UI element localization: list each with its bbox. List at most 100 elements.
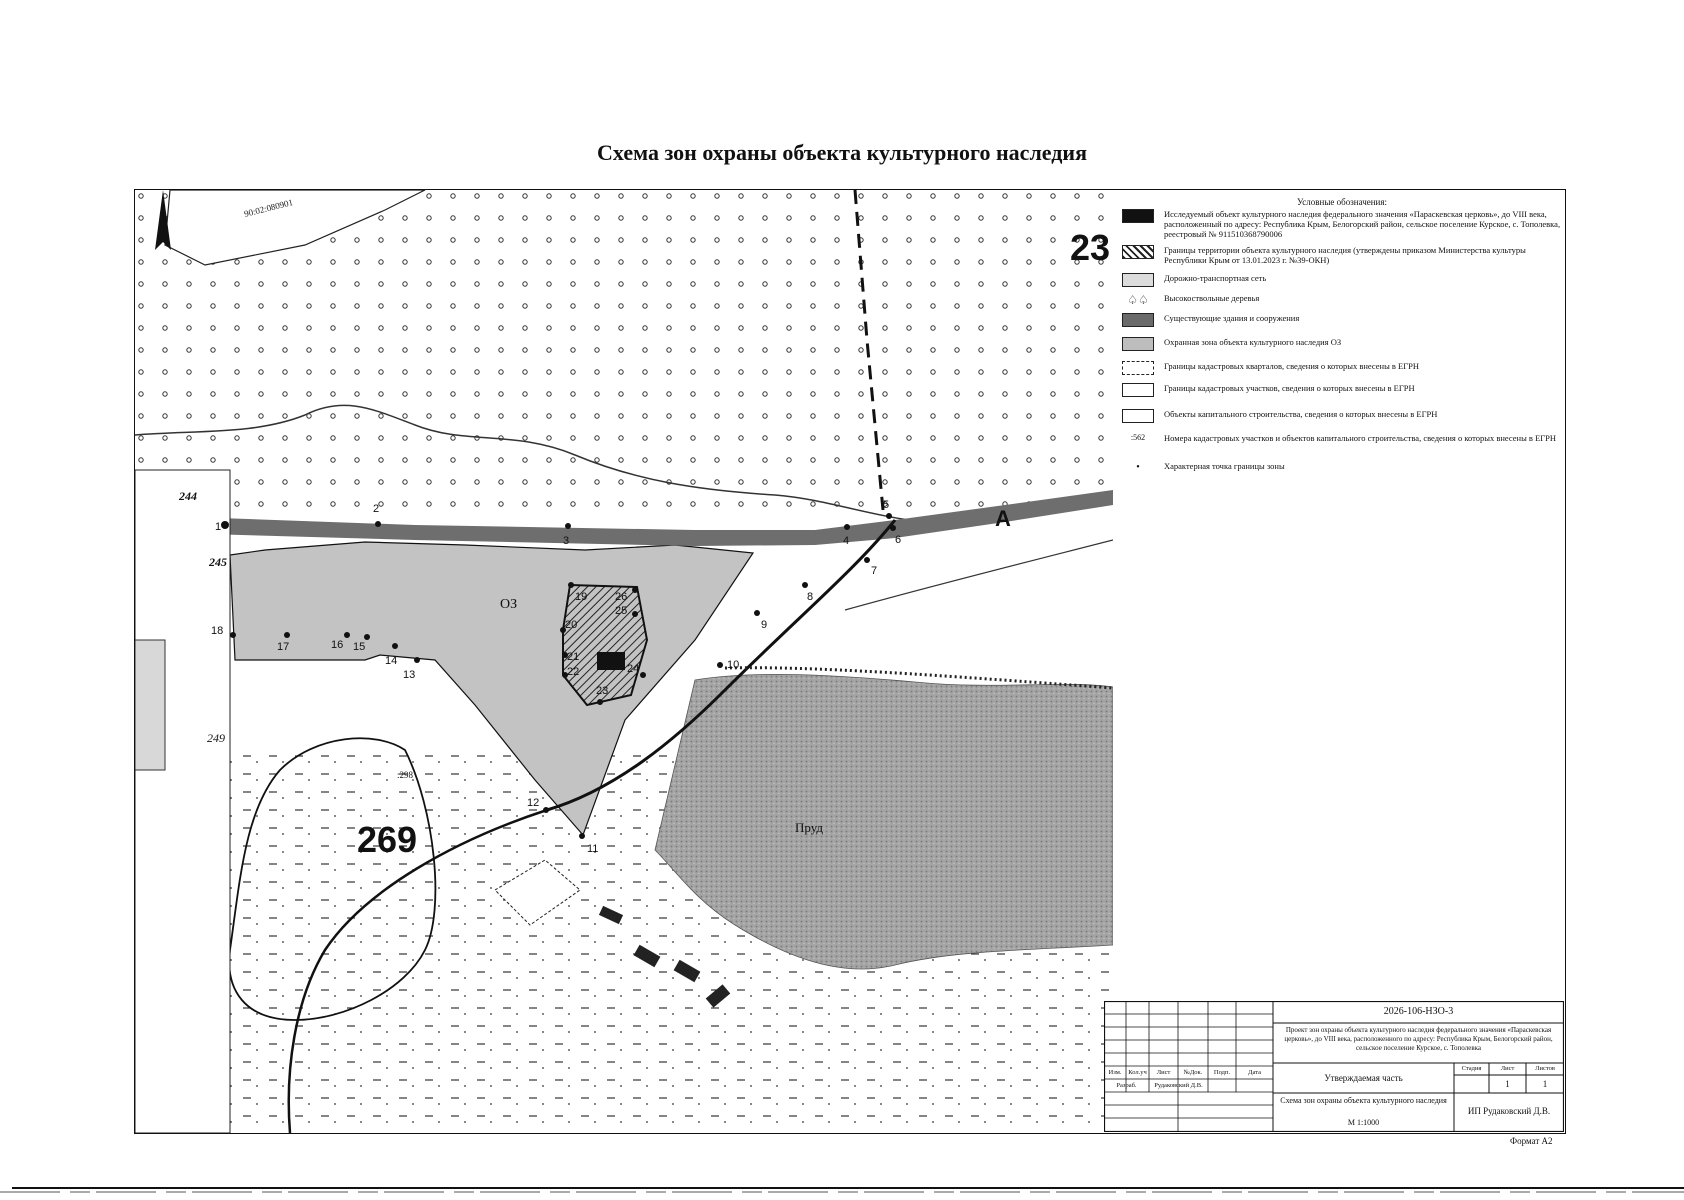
- left-building: [135, 639, 166, 771]
- boundary-points: 1 2 3 4 5 6 7 8 9 10 11 12 13 1: [211, 499, 901, 855]
- point-8: [802, 582, 808, 588]
- point-label: 12: [527, 797, 539, 809]
- parcel-label-245: 245: [208, 555, 227, 569]
- project-code: 2026-106-НЗО-3: [1383, 1006, 1454, 1017]
- building-1: [598, 905, 624, 925]
- sheet-label: Лист: [1500, 1065, 1515, 1072]
- legend-item-text: Границы территории объекта культурного н…: [1164, 245, 1526, 265]
- point-9: [754, 610, 760, 616]
- legend-item: Границы кадастровых участков, сведения о…: [1122, 383, 1562, 397]
- parcel-269: [228, 737, 437, 1021]
- legend-item: ♤♤ Высокоствольные деревья: [1122, 293, 1562, 307]
- point-18: [230, 632, 236, 638]
- building-swatch-icon: [1122, 313, 1154, 327]
- hatched-swatch-icon: [1122, 245, 1154, 259]
- point-21: [562, 652, 568, 658]
- legend-item: Исследуемый объект культурного наследия …: [1122, 209, 1562, 239]
- point-label: 20: [565, 619, 577, 631]
- point-label: 13: [403, 669, 415, 681]
- quarter-number-269: 269: [357, 819, 417, 860]
- map-frame: Пруд А 269 :298 23 90:02:080901 244 245 …: [134, 189, 1566, 1134]
- developed-label: Разраб.: [1116, 1082, 1137, 1089]
- legend-item: Границы кадастровых кварталов, сведения …: [1122, 361, 1562, 375]
- pond-label: Пруд: [795, 820, 823, 835]
- point-symbol-icon: •: [1136, 462, 1140, 473]
- road-label: А: [995, 506, 1011, 531]
- road-branch: [844, 539, 1113, 611]
- point-25: [632, 611, 638, 617]
- point-19: [568, 582, 574, 588]
- header-date: Дата: [1248, 1069, 1261, 1076]
- legend-item: Существующие здания и сооружения: [1122, 313, 1562, 327]
- scan-edge-lines: [0, 1187, 1684, 1193]
- point-11: [579, 833, 585, 839]
- point-6: [890, 525, 896, 531]
- point-2: [375, 521, 381, 527]
- point-7: [864, 557, 870, 563]
- legend-item-text: Охранная зона объекта культурного наслед…: [1164, 337, 1342, 347]
- sheets-total: 1: [1542, 1079, 1548, 1089]
- scale: М 1:1000: [1347, 1118, 1380, 1127]
- legend-item: :562 Номера кадастровых участков и объек…: [1122, 433, 1562, 447]
- point-14: [392, 643, 398, 649]
- point-label: 21: [567, 651, 579, 663]
- project-title: Проект зон охраны объекта культурного на…: [1284, 1026, 1553, 1052]
- legend-item: Дорожно-транспортная сеть: [1122, 273, 1562, 287]
- point-23: [597, 699, 603, 705]
- map-canvas[interactable]: Пруд А 269 :298 23 90:02:080901 244 245 …: [135, 190, 1113, 1133]
- point-label: 10: [727, 659, 739, 671]
- point-4: [844, 524, 850, 530]
- point-label: 3: [563, 535, 569, 547]
- point-label: 17: [277, 641, 289, 653]
- construction-swatch-icon: [1122, 409, 1154, 423]
- building-2: [633, 944, 661, 968]
- building-3: [673, 959, 701, 983]
- legend-item-text: Характерная точка границы зоны: [1164, 461, 1285, 471]
- building-4: [705, 984, 731, 1008]
- parcel-label-244: 244: [178, 489, 197, 503]
- header-izm: Изм.: [1108, 1069, 1122, 1076]
- legend-title: Условные обозначения:: [1296, 197, 1387, 207]
- sheet-number: 1: [1505, 1079, 1510, 1089]
- point-label: 16: [331, 639, 343, 651]
- organization: ИП Рудаковский Д.В.: [1467, 1106, 1551, 1116]
- point-label: 2: [373, 503, 379, 515]
- heritage-object: [597, 652, 625, 670]
- point-label: 19: [575, 591, 587, 603]
- page-title: Схема зон охраны объекта культурного нас…: [597, 140, 1087, 165]
- number-symbol-icon: :562: [1130, 433, 1146, 442]
- legend-item: Границы территории объекта культурного н…: [1122, 245, 1562, 265]
- zone-swatch-icon: [1122, 337, 1154, 351]
- parcel-label-298: :298: [397, 770, 414, 780]
- parcel-label-249: 249: [207, 731, 225, 745]
- point-label: 1: [215, 521, 221, 533]
- legend: Условные обозначения: Исследуемый объект…: [1122, 193, 1562, 473]
- point-label: 4: [843, 535, 849, 547]
- point-10: [717, 662, 723, 668]
- legend-item-text: Номера кадастровых участков и объектов к…: [1164, 433, 1557, 443]
- zone-label-oz: ОЗ: [500, 597, 517, 612]
- legend-item-text: Границы кадастровых кварталов, сведения …: [1164, 361, 1420, 371]
- header-podp: Подп.: [1213, 1069, 1231, 1076]
- point-label: 5: [883, 499, 889, 511]
- object-territory: [562, 583, 649, 707]
- point-16: [344, 632, 350, 638]
- quarter-number-23: 23: [1070, 227, 1110, 268]
- legend-item: Охранная зона объекта культурного наслед…: [1122, 337, 1562, 351]
- point-label: 11: [587, 843, 598, 855]
- point-label: 9: [761, 619, 767, 631]
- legend-item-text: Дорожно-транспортная сеть: [1164, 273, 1267, 283]
- point-label: 6: [895, 534, 901, 546]
- point-label: 24: [627, 663, 639, 675]
- legend-item-text: Границы кадастровых участков, сведения о…: [1164, 383, 1415, 393]
- contour-line: [135, 404, 956, 526]
- legend-item: Объекты капитального строительства, свед…: [1122, 409, 1562, 423]
- point-22: [562, 672, 568, 678]
- point-5: [886, 513, 892, 519]
- header-list: Лист: [1156, 1069, 1171, 1076]
- title-block-grid: [1104, 1001, 1564, 1132]
- point-17: [284, 632, 290, 638]
- point-label: 18: [211, 625, 223, 637]
- point-24: [640, 672, 646, 678]
- format-label: Формат А2: [1510, 1136, 1553, 1146]
